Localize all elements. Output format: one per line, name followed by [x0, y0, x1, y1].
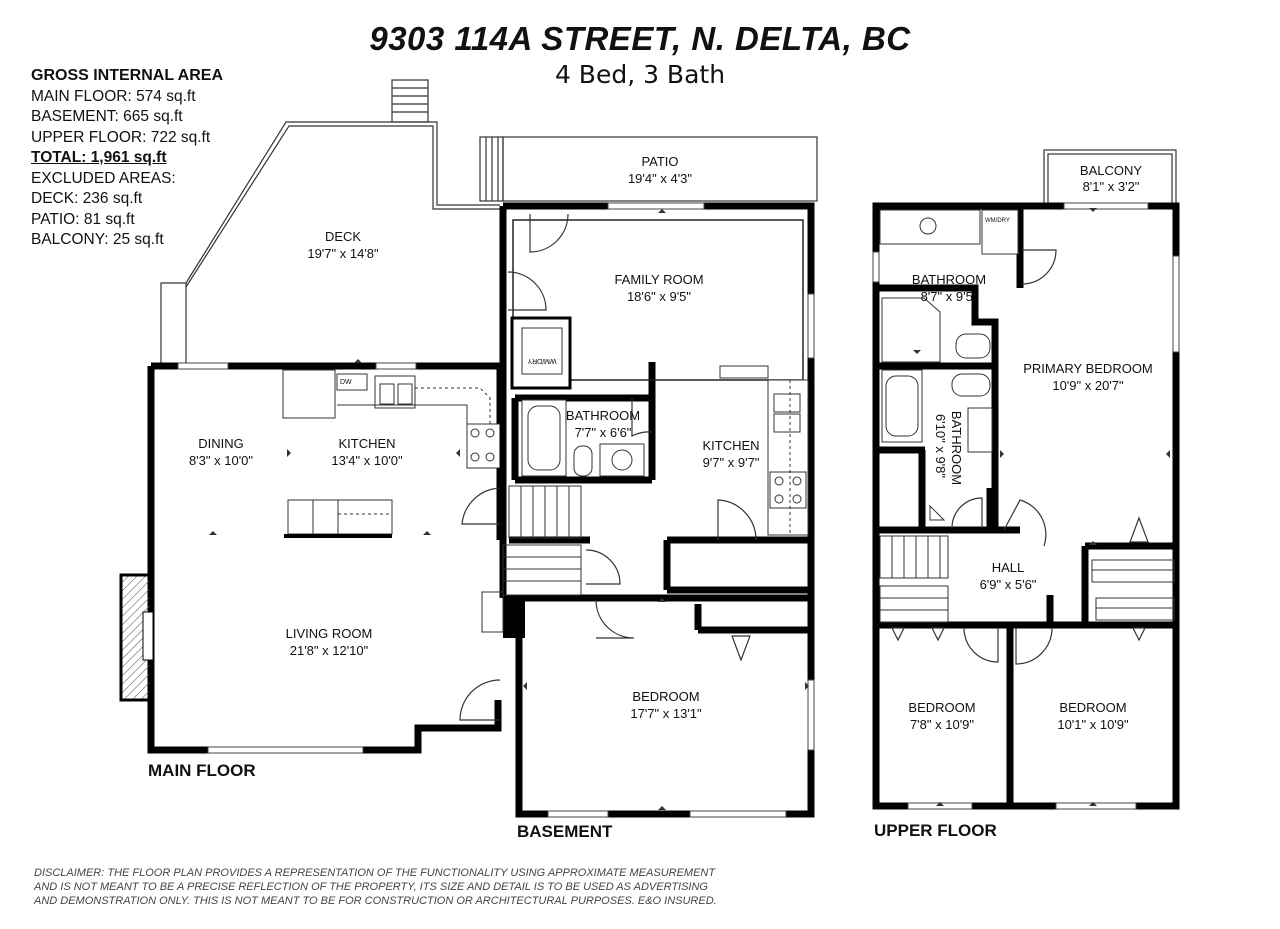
patio-dims: 19'4" x 4'3": [628, 171, 692, 186]
hall-name: HALL: [992, 560, 1025, 575]
basement-label: BASEMENT: [517, 822, 613, 841]
kitchen-main-name: KITCHEN: [338, 436, 395, 451]
basement-inner: [512, 219, 804, 381]
wm-dry-label-upper: WM/DRY: [985, 218, 1010, 224]
main-floor-area: MAIN FLOOR: 574 sq.ft: [31, 87, 196, 105]
washer-dryer-basement: WM/DRY: [510, 316, 572, 390]
bedroom-upper-right-dims: 10'1" x 10'9": [1057, 717, 1129, 732]
bathroom-basement-dims: 7'7" x 6'6": [575, 425, 632, 440]
family-room-name: FAMILY ROOM: [614, 272, 703, 287]
bathroom-ensuite-dims: 6'10" x 9'8": [933, 414, 948, 478]
fireplace: [119, 573, 154, 702]
basement-kitchen-fixtures: [719, 365, 809, 536]
bed-bath-summary: 4 Bed, 3 Bath: [554, 60, 726, 89]
basement-markers: [523, 209, 809, 810]
dw-label: DW: [340, 379, 352, 386]
patio-name: PATIO: [641, 154, 678, 169]
primary-bedroom-dims: 10'9" x 20'7": [1052, 378, 1124, 393]
kitchen-basement-name: KITCHEN: [702, 438, 759, 453]
patio-area: PATIO: 81 sq.ft: [31, 210, 135, 228]
address-title: 9303 114A STREET, N. DELTA, BC: [369, 20, 911, 57]
upper-floor-label: UPPER FLOOR: [874, 821, 997, 840]
deck-dims: 19'7" x 14'8": [307, 246, 379, 261]
excluded-heading: EXCLUDED AREAS:: [31, 169, 176, 187]
upper-floor-area: UPPER FLOOR: 722 sq.ft: [31, 128, 211, 146]
living-room-name: LIVING ROOM: [286, 626, 373, 641]
family-room-dims: 18'6" x 9'5": [627, 289, 691, 304]
basement-bathroom-fixtures: [521, 399, 645, 477]
living-room-dims: 21'8" x 12'10": [290, 643, 369, 658]
basement-stairs: [481, 485, 582, 633]
bedroom-basement-name: BEDROOM: [632, 689, 699, 704]
area-heading: GROSS INTERNAL AREA: [31, 67, 224, 84]
bathroom-upper-name: BATHROOM: [912, 272, 986, 287]
basement-thick-wall: [503, 598, 525, 638]
basement-area: BASEMENT: 665 sq.ft: [31, 108, 183, 125]
main-floor-label: MAIN FLOOR: [148, 761, 256, 780]
upper-stairs: [879, 535, 1175, 623]
balcony-name: BALCONY: [1080, 163, 1142, 178]
main-floor-windows: [177, 362, 417, 754]
kitchen-basement-dims: 9'7" x 9'7": [703, 455, 760, 470]
upper-floor-markers: [913, 208, 1170, 806]
bedroom-basement-dims: 17'7" x 13'1": [630, 706, 702, 721]
bathroom-ensuite-name: BATHROOM: [949, 411, 964, 485]
primary-bedroom-name: PRIMARY BEDROOM: [1023, 361, 1153, 376]
main-floor-doors: [459, 487, 501, 721]
main-floor-walls: [147, 362, 504, 754]
kitchen-island: [284, 499, 393, 538]
dining-name: DINING: [198, 436, 244, 451]
disclaimer: DISCLAIMER: THE FLOOR PLAN PROVIDES A RE…: [34, 866, 717, 908]
basement-windows: [547, 202, 815, 818]
deck-area: DECK: 236 sq.ft: [31, 190, 143, 207]
hall-dims: 6'9" x 5'6": [980, 577, 1037, 592]
bathroom-upper-dims: 8'7" x 9'5": [921, 289, 978, 304]
disclaimer-line-3: AND DEMONSTRATION ONLY. THIS IS NOT MEAN…: [34, 895, 717, 907]
room-labels: DECK 19'7" x 14'8" PATIO 19'4" x 4'3" FA…: [189, 154, 1153, 732]
upper-bathroom-fixtures: WM/DRY: [879, 209, 1019, 521]
disclaimer-line-2: AND IS NOT MEANT TO BE A PRECISE REFLECT…: [34, 881, 708, 893]
balcony-dims: 8'1" x 3'2": [1083, 179, 1140, 194]
main-kitchen-counters: [282, 369, 501, 469]
upper-floor-walls: [872, 202, 1180, 810]
dining-dims: 8'3" x 10'0": [189, 453, 253, 468]
total-area: TOTAL: 1,961 sq.ft: [31, 149, 167, 166]
bathroom-basement-name: BATHROOM: [566, 408, 640, 423]
deck-name: DECK: [325, 229, 361, 244]
main-floor-markers: [209, 359, 460, 535]
patio-outline: [479, 136, 818, 202]
area-summary: GROSS INTERNAL AREA MAIN FLOOR: 574 sq.f…: [31, 66, 223, 251]
deck-outline: [160, 79, 500, 365]
basement-doors: [507, 213, 757, 662]
kitchen-main-dims: 13'4" x 10'0": [331, 453, 403, 468]
bedroom-upper-right-name: BEDROOM: [1059, 700, 1126, 715]
bedroom-upper-left-dims: 7'8" x 10'9": [910, 717, 974, 732]
bedroom-upper-left-name: BEDROOM: [908, 700, 975, 715]
disclaimer-line-1: DISCLAIMER: THE FLOOR PLAN PROVIDES A RE…: [34, 867, 716, 879]
balcony-area: BALCONY: 25 sq.ft: [31, 231, 164, 248]
wm-dry-label-basement: WM/DRY: [527, 357, 556, 364]
upper-floor-doors: [891, 249, 1149, 665]
